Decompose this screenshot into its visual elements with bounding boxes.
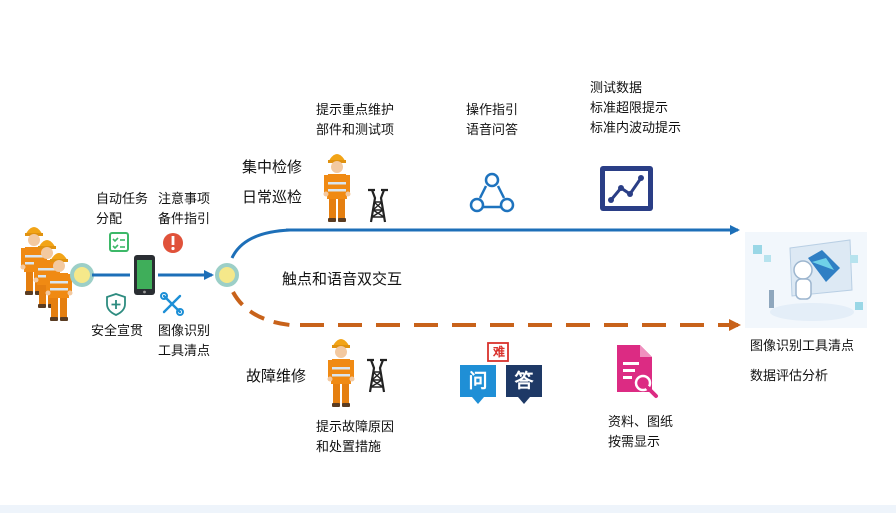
shield-icon xyxy=(106,293,126,316)
lower-hint-line: 和处置措施 xyxy=(316,440,382,455)
lower-hint-line: 提示故障原因 xyxy=(316,420,395,435)
tower-icon xyxy=(366,188,390,224)
operation-label-line: 语音问答 xyxy=(466,123,519,138)
operation-label-line: 操作指引 xyxy=(466,103,519,118)
tools-label: 图像识别 工具清点 xyxy=(158,322,210,362)
start-node xyxy=(70,263,94,287)
notice-label-line: 备件指引 xyxy=(158,212,211,227)
lower-hint-label: 提示故障原因 和处置措施 xyxy=(316,418,394,458)
safety-label: 安全宣贯 xyxy=(91,324,144,339)
qa-icon xyxy=(460,342,542,404)
task-label-line: 分配 xyxy=(96,212,123,227)
interaction-label: 触点和语音双交互 xyxy=(282,270,403,288)
overhaul-label: 集中检修 xyxy=(242,158,303,176)
right-tools-label: 图像识别工具清点 xyxy=(750,339,855,354)
qa-ask-glyph: 问 xyxy=(468,370,488,392)
tools-label-line: 工具清点 xyxy=(158,344,211,359)
testdata-label: 测试数据 标准超限提示 标准内波动提示 xyxy=(590,79,681,139)
branch-node xyxy=(215,263,239,287)
network-icon xyxy=(469,172,515,213)
lower-branch-curve xyxy=(231,291,291,327)
alert-icon xyxy=(163,233,183,253)
right-analysis-label: 数据评估分析 xyxy=(750,369,829,384)
operation-label: 操作指引 语音问答 xyxy=(466,101,518,141)
worker-icon xyxy=(323,154,351,222)
tower-icon xyxy=(365,358,389,394)
tools-label-line: 图像识别 xyxy=(158,324,211,339)
upper-branch-curve xyxy=(230,228,291,259)
upper-hint-line: 提示重点维护 xyxy=(316,103,395,118)
docs-label-line: 按需显示 xyxy=(608,435,661,450)
docs-label-line: 资料、图纸 xyxy=(608,415,674,430)
worker-icon xyxy=(327,339,355,407)
qa-answer-glyph: 答 xyxy=(514,370,534,392)
checklist-icon xyxy=(109,232,129,252)
robot-screen-icon xyxy=(745,232,867,328)
notice-label: 注意事项 备件指引 xyxy=(158,190,210,230)
document-search-icon xyxy=(617,345,658,398)
docs-label: 资料、图纸 按需显示 xyxy=(608,413,673,453)
upper-hint-line: 部件和测试项 xyxy=(316,123,395,138)
worker-icon xyxy=(20,227,73,321)
line-chart-icon xyxy=(600,166,653,211)
qa-hard-glyph: 难 xyxy=(492,345,505,359)
testdata-label-line: 标准内波动提示 xyxy=(590,121,682,136)
bottom-strip xyxy=(0,505,896,513)
notice-label-line: 注意事项 xyxy=(158,192,211,207)
tools-icon xyxy=(160,292,184,316)
phone-icon xyxy=(134,255,155,295)
task-label-line: 自动任务 xyxy=(96,192,149,207)
patrol-label: 日常巡检 xyxy=(242,188,303,206)
testdata-label-line: 测试数据 xyxy=(590,81,643,96)
task-label: 自动任务 分配 xyxy=(96,190,148,230)
upper-hint-label: 提示重点维护 部件和测试项 xyxy=(316,101,394,141)
fault-label: 故障维修 xyxy=(246,367,307,385)
testdata-label-line: 标准超限提示 xyxy=(590,101,669,116)
